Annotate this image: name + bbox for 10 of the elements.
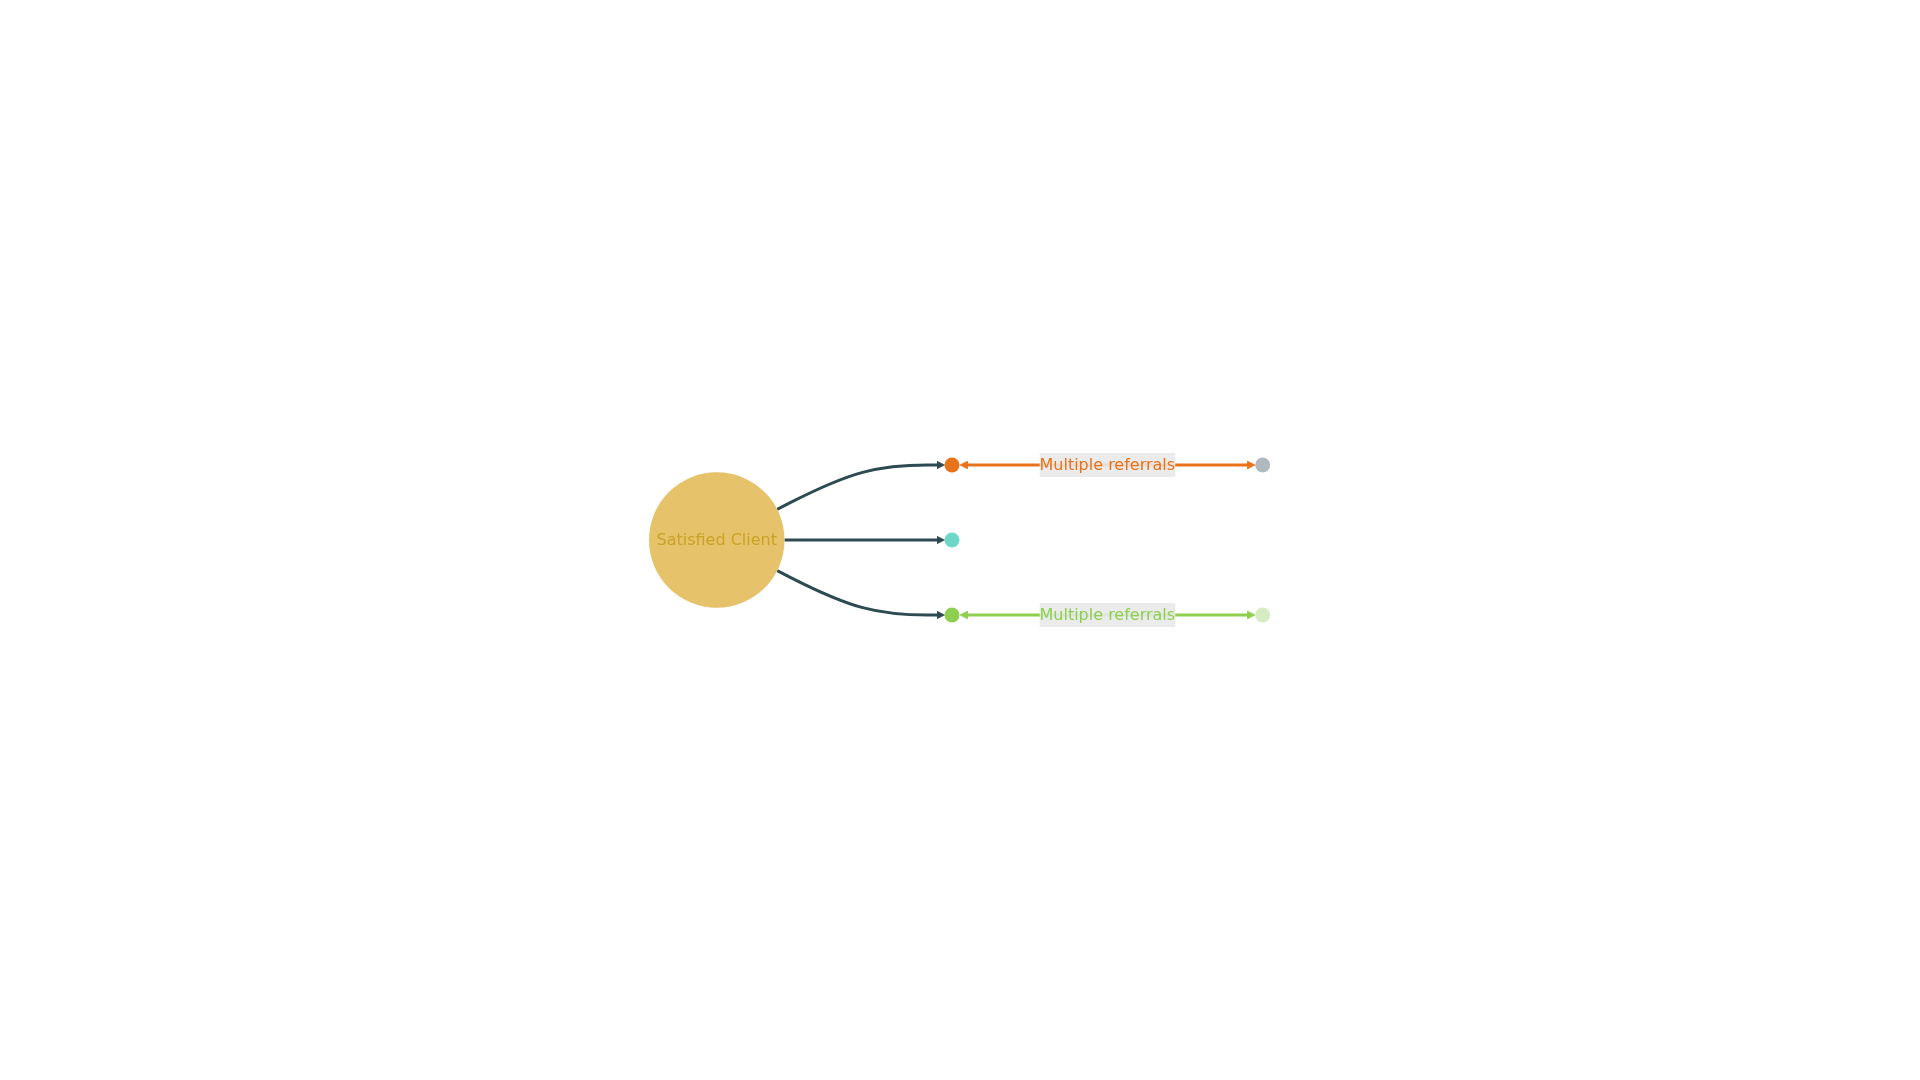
arrow [776, 460, 946, 511]
arrow [776, 569, 946, 620]
node-circle [944, 607, 960, 623]
node-circle [1255, 457, 1271, 473]
node-circle [944, 457, 960, 473]
edge-label: Multiple referrals [1039, 605, 1176, 624]
edge-label: Multiple referrals [1039, 455, 1176, 474]
node-circle [944, 532, 960, 548]
node-circle: Satisfied Client [649, 472, 785, 608]
node-circle [1255, 607, 1271, 623]
